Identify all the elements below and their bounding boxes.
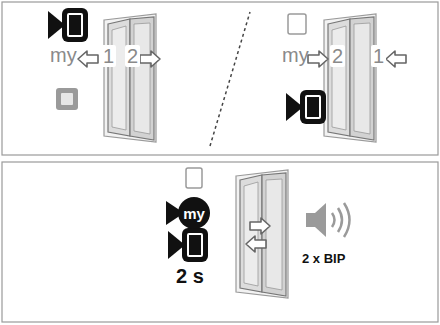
arrow-right — [308, 51, 328, 67]
button-label: my — [282, 44, 309, 66]
panel-frame — [2, 162, 438, 322]
arrow-left — [386, 51, 406, 67]
duration-label: 2 s — [176, 265, 204, 287]
window-illustration — [324, 14, 376, 142]
arrow-left — [78, 51, 98, 67]
square-icon — [288, 14, 306, 34]
divider — [210, 12, 250, 146]
square-icon — [186, 168, 202, 188]
step-number: 1 — [101, 45, 116, 67]
panel-frame — [2, 2, 438, 155]
arrow-right — [250, 218, 270, 234]
arrow-left — [246, 236, 266, 252]
button-text: my — [183, 206, 205, 221]
window-illustration — [104, 14, 156, 142]
step-number: 2 — [125, 45, 140, 67]
step-number: 1 — [371, 45, 386, 67]
window-illustration — [236, 170, 288, 298]
remote-button-icon — [48, 8, 88, 42]
speaker-icon — [306, 203, 350, 237]
sound-label: 2 x BIP — [302, 252, 345, 266]
step-number: 2 — [330, 45, 345, 67]
square-icon — [56, 88, 78, 110]
square-icon — [61, 93, 73, 105]
remote-button-icon — [286, 90, 326, 124]
remote-button-icon — [168, 228, 208, 262]
button-label: my — [50, 44, 77, 66]
arrow-right — [140, 51, 160, 67]
my-button: my — [178, 197, 210, 229]
